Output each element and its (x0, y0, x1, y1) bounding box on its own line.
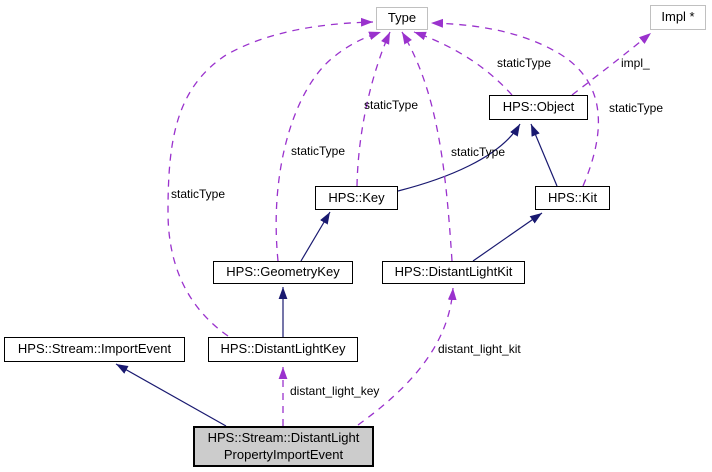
node-hps-stream-distantlightpropertyimportevent[interactable]: HPS::Stream::DistantLight PropertyImport… (193, 426, 374, 467)
edge-label-statictype-distantlightkit: staticType (451, 145, 506, 159)
node-hps-distantlightkit[interactable]: HPS::DistantLightKit (382, 261, 525, 284)
edge-usage-distantlightkey-to-type (167, 17, 374, 337)
edge-label-statictype-key: staticType (364, 98, 419, 112)
edge-inheritance-distantlightkit-to-kit (472, 212, 543, 262)
edge-usage-distantlightkit-to-type (401, 31, 453, 262)
node-hps-key[interactable]: HPS::Key (315, 186, 398, 210)
edge-label-statictype-geometrykey: staticType (291, 144, 346, 158)
edge-inheritance-main-to-importevent (115, 363, 227, 427)
edge-label-statictype-object: staticType (497, 56, 552, 70)
edge-label-statictype-kit: staticType (609, 101, 664, 115)
edge-label-statictype-distantlightkey: staticType (171, 187, 226, 201)
edge-label-distant-light-key: distant_light_key (290, 384, 380, 398)
node-hps-geometrykey[interactable]: HPS::GeometryKey (213, 261, 353, 284)
node-hps-kit[interactable]: HPS::Kit (535, 186, 610, 210)
node-type[interactable]: Type (376, 7, 428, 30)
edge-inheritance-kit-to-object (530, 123, 558, 187)
edge-usage-main-to-distantlightkit (357, 287, 457, 426)
edge-inheritance-geometrykey-to-key (300, 211, 331, 262)
node-hps-object[interactable]: HPS::Object (489, 95, 588, 120)
main-node-label-line1: HPS::Stream::DistantLight (207, 430, 360, 446)
main-node-label-line2: PropertyImportEvent (223, 446, 344, 462)
edge-label-distant-light-kit: distant_light_kit (438, 342, 521, 356)
node-impl[interactable]: Impl * (650, 5, 706, 30)
edge-label-impl: impl_ (621, 56, 650, 70)
node-hps-distantlightkey[interactable]: HPS::DistantLightKey (208, 337, 358, 362)
node-hps-stream-importevent[interactable]: HPS::Stream::ImportEvent (4, 337, 185, 362)
